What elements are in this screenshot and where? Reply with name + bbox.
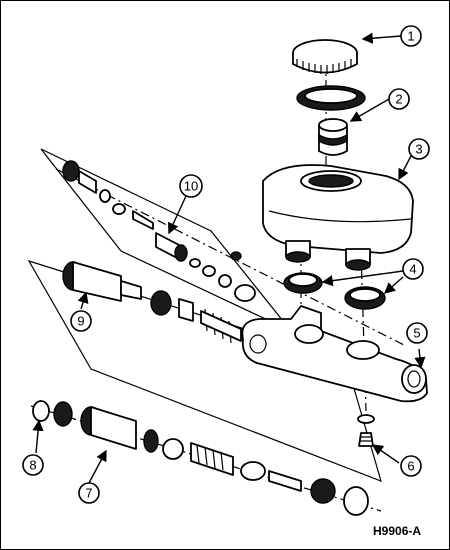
callout-9-label: 9 bbox=[77, 314, 84, 329]
callout-8: 8 bbox=[22, 454, 44, 476]
master-cylinder-body bbox=[241, 305, 428, 403]
leader-line-8 bbox=[32, 419, 44, 454]
callout-5-label: 5 bbox=[413, 326, 420, 341]
callout-10-label: 10 bbox=[184, 179, 198, 194]
callout-7-label: 7 bbox=[85, 486, 92, 501]
leader-line-4b bbox=[383, 276, 404, 294]
callout-4: 4 bbox=[402, 258, 424, 280]
callout-1: 1 bbox=[400, 25, 422, 47]
callout-1-label: 1 bbox=[407, 29, 414, 44]
leader-line-4a bbox=[321, 270, 404, 287]
callout-5: 5 bbox=[406, 322, 428, 344]
upper-piston-parts bbox=[62, 160, 256, 302]
callout-3-label: 3 bbox=[415, 142, 422, 157]
callout-6: 6 bbox=[400, 455, 422, 477]
leader-line-10 bbox=[168, 195, 187, 235]
reservoir-grommets bbox=[283, 272, 386, 310]
callout-8-label: 8 bbox=[29, 458, 36, 473]
callout-7: 7 bbox=[78, 482, 100, 504]
part-group-outline-9 bbox=[27, 259, 382, 482]
leader-line-9 bbox=[77, 291, 89, 310]
leader-line-7 bbox=[88, 449, 107, 484]
secondary-piston-assembly bbox=[62, 261, 242, 344]
cap-gasket bbox=[296, 85, 366, 111]
figure-code: H9906-A bbox=[373, 524, 421, 538]
callout-2: 2 bbox=[388, 88, 410, 110]
leader-line-6 bbox=[371, 444, 400, 464]
leader-line-2 bbox=[349, 98, 390, 122]
reservoir-cap bbox=[292, 39, 358, 74]
leader-line-5 bbox=[414, 348, 426, 369]
fluid-reservoir bbox=[262, 164, 414, 271]
callout-2-label: 2 bbox=[395, 92, 402, 107]
reservoir-float bbox=[318, 118, 348, 156]
callout-3: 3 bbox=[408, 138, 430, 160]
leader-line-1 bbox=[361, 32, 402, 44]
callout-10: 10 bbox=[179, 174, 203, 198]
callout-9: 9 bbox=[70, 310, 92, 332]
callout-6-label: 6 bbox=[407, 459, 414, 474]
primary-piston-assembly bbox=[32, 400, 369, 516]
leader-line-3 bbox=[398, 155, 412, 181]
callout-4-label: 4 bbox=[409, 262, 416, 277]
